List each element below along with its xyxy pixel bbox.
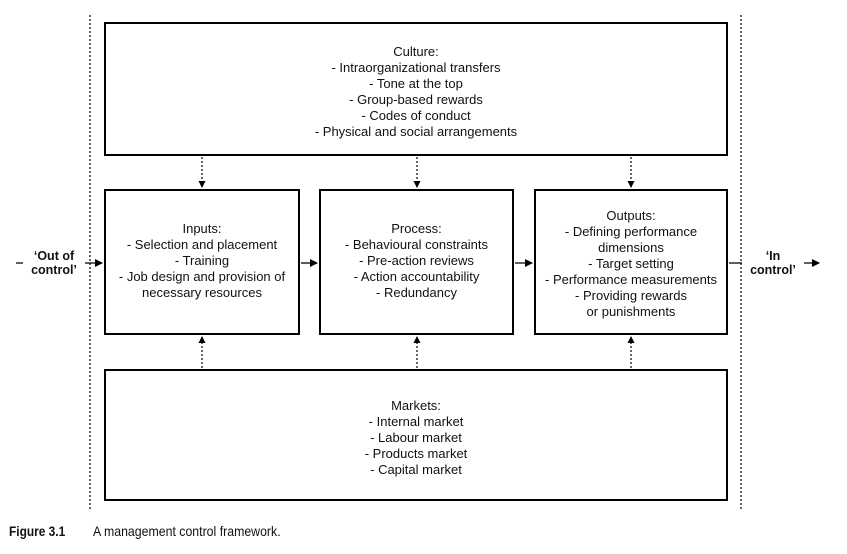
outputs-item: dimensions (598, 240, 664, 255)
markets-item: - Products market (364, 446, 468, 461)
in-control-label-line: control’ (750, 263, 796, 277)
out-of-control-label: ‘Out of control’ (23, 249, 85, 277)
inputs-item: - Job design and provision of (118, 269, 286, 284)
culture-item: - Tone at the top (369, 76, 463, 91)
figure-caption-text: A management control framework. (93, 523, 281, 539)
figure-caption: Figure 3.1 A management control framework… (9, 523, 306, 539)
culture-item: - Group-based rewards (349, 92, 483, 107)
inputs-box: Inputs: - Selection and placement - Trai… (104, 189, 300, 335)
process-box: Process: - Behavioural constraints - Pre… (319, 189, 514, 335)
in-control-label: ‘In control’ (742, 249, 804, 277)
process-item: - Redundancy (376, 285, 457, 300)
markets-title: Markets: (391, 398, 441, 413)
process-item: - Action accountability (353, 269, 480, 284)
markets-item: - Labour market (370, 430, 462, 445)
process-title: Process: (391, 221, 442, 236)
inputs-item: - Selection and placement (126, 237, 278, 252)
process-item: - Pre-action reviews (359, 253, 474, 268)
culture-title: Culture: (393, 44, 439, 59)
culture-box: Culture: - Intraorganizational transfers… (104, 22, 728, 156)
process-item: - Behavioural constraints (344, 237, 489, 252)
outputs-title: Outputs: (606, 208, 656, 223)
culture-item: - Codes of conduct (361, 108, 471, 123)
outputs-item: - Target setting (588, 256, 674, 271)
outputs-item: or punishments (586, 304, 676, 319)
outputs-box: Outputs: - Defining performance dimensio… (534, 189, 728, 335)
inputs-item: necessary resources (142, 285, 262, 300)
outputs-item: - Performance measurements (545, 272, 717, 287)
markets-item: - Capital market (370, 462, 462, 477)
culture-item: - Physical and social arrangements (314, 124, 518, 139)
outputs-item: - Defining performance (564, 224, 698, 239)
inputs-title: Inputs: (182, 221, 222, 236)
outputs-item: - Providing rewards (575, 288, 687, 303)
figure-number: Figure 3.1 (9, 523, 66, 539)
in-control-label-line: ‘In (765, 249, 781, 263)
markets-box: Markets: - Internal market - Labour mark… (104, 369, 728, 501)
inputs-item: - Training (174, 253, 230, 268)
culture-item: - Intraorganizational transfers (331, 60, 501, 75)
markets-item: - Internal market (368, 414, 464, 429)
out-of-control-label-line: ‘Out of (33, 249, 75, 263)
out-of-control-label-line: control’ (31, 263, 77, 277)
